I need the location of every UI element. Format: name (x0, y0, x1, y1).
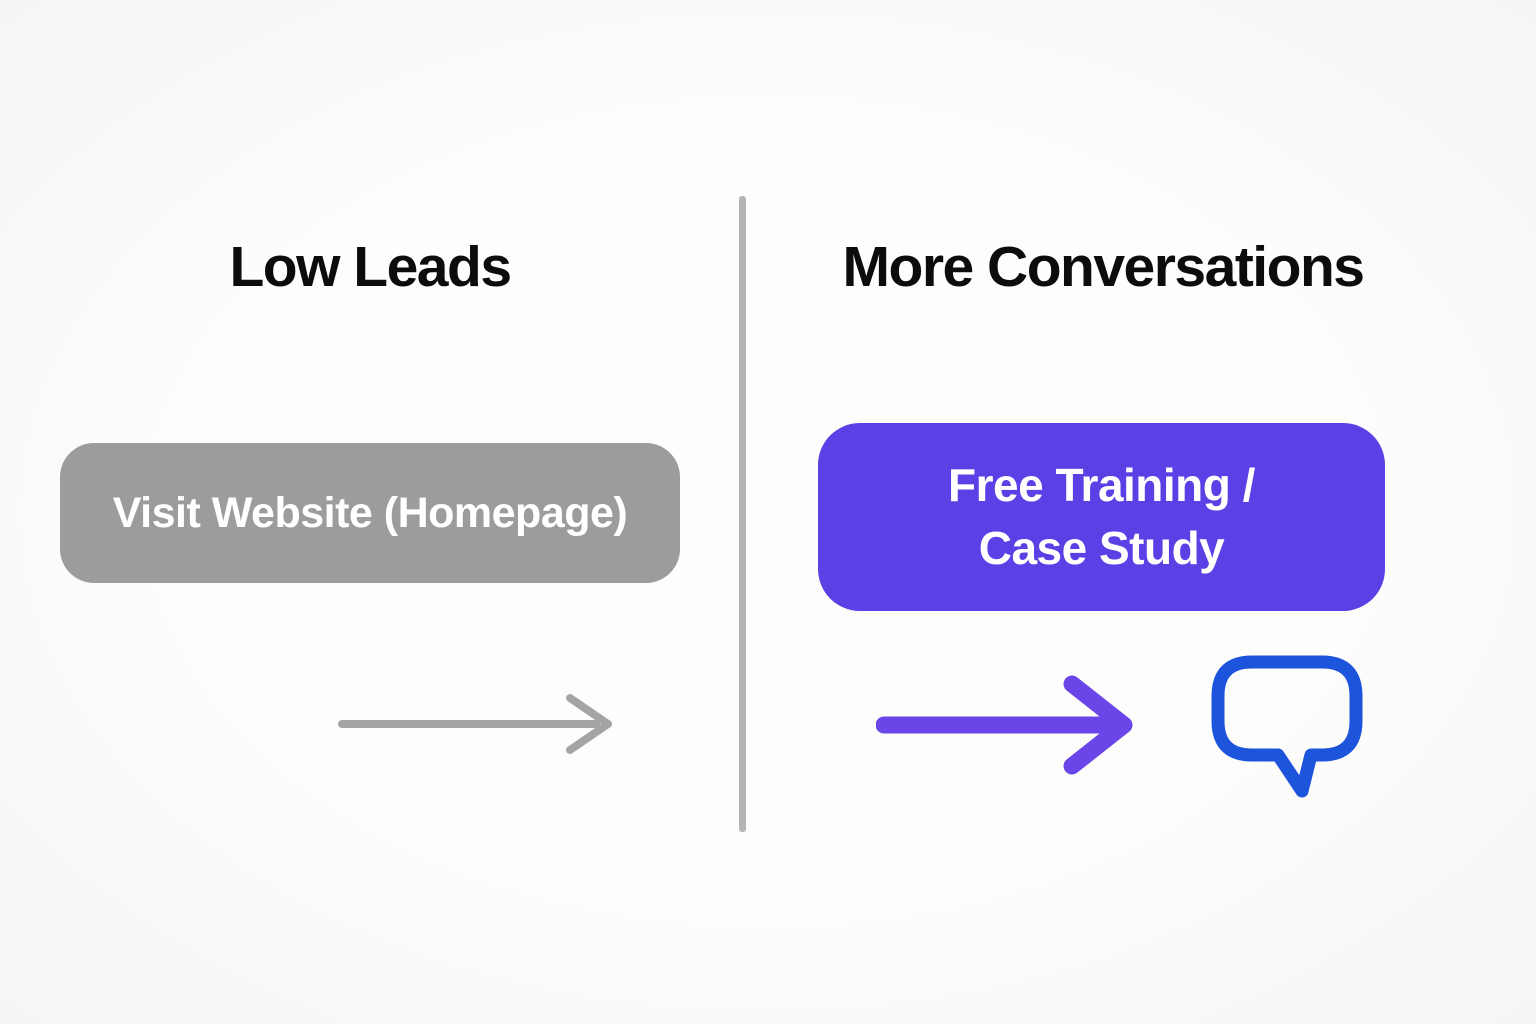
gray-arrow-head (566, 694, 612, 754)
visit-website-button-label: Visit Website (Homepage) (112, 488, 628, 537)
right-arrow-gray-icon (338, 686, 620, 762)
free-training-line2: Case Study (978, 522, 1225, 574)
divider-line (739, 196, 746, 832)
speech-bubble-icon (1210, 653, 1364, 803)
right-panel-title: More Conversations (842, 235, 1365, 299)
free-training-line1: Free Training / (948, 458, 1255, 511)
free-training-button[interactable]: Free Training / Case Study (818, 423, 1385, 611)
purple-arrow-head (1063, 675, 1133, 775)
free-training-button-label: Free Training / Case Study (948, 454, 1255, 581)
speech-bubble-outline (1211, 655, 1363, 798)
right-arrow-purple-icon (876, 670, 1140, 780)
left-panel-title: Low Leads (229, 235, 512, 299)
visit-website-button[interactable]: Visit Website (Homepage) (60, 443, 680, 583)
